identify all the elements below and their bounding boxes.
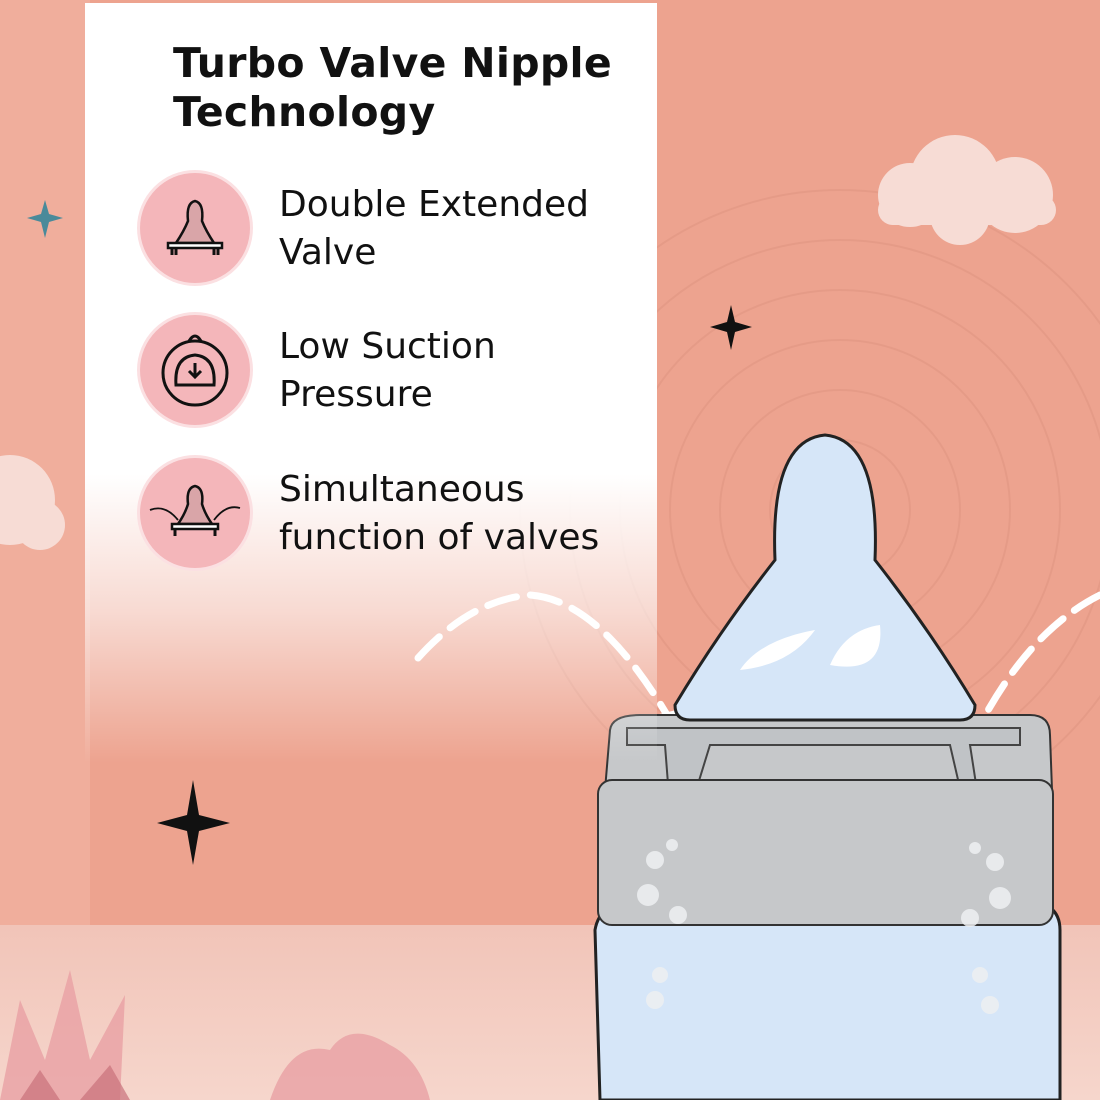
baby-bottle-illustration: [593, 433, 1062, 1100]
feature-label-line: Low Suction: [279, 326, 496, 367]
feature-panel: Turbo Valve Nipple Technology Double Ext…: [85, 3, 657, 763]
feature-simultaneous-valves: Simultaneous function of valves: [140, 458, 660, 572]
sparkle-icon: [710, 305, 752, 350]
title-line-1: Turbo Valve Nipple: [173, 39, 613, 87]
feature-label-line: Pressure: [279, 374, 433, 415]
cloud-icon: [878, 135, 1056, 245]
pressure-gauge-icon: [140, 315, 250, 425]
feature-label-line: Valve: [279, 232, 377, 273]
feature-label-line: Double Extended: [279, 184, 589, 225]
sparkle-icon: [27, 200, 63, 238]
page-title: Turbo Valve Nipple Technology: [173, 39, 612, 137]
title-line-2: Technology: [173, 88, 436, 136]
feature-label: Simultaneous function of valves: [279, 466, 599, 562]
sparkle-icon: [157, 780, 230, 865]
feature-label-line: function of valves: [279, 517, 600, 558]
nipple-valve-icon: [140, 173, 250, 283]
nipple-airflow-icon: [140, 458, 250, 568]
feature-label-line: Simultaneous: [279, 469, 525, 510]
